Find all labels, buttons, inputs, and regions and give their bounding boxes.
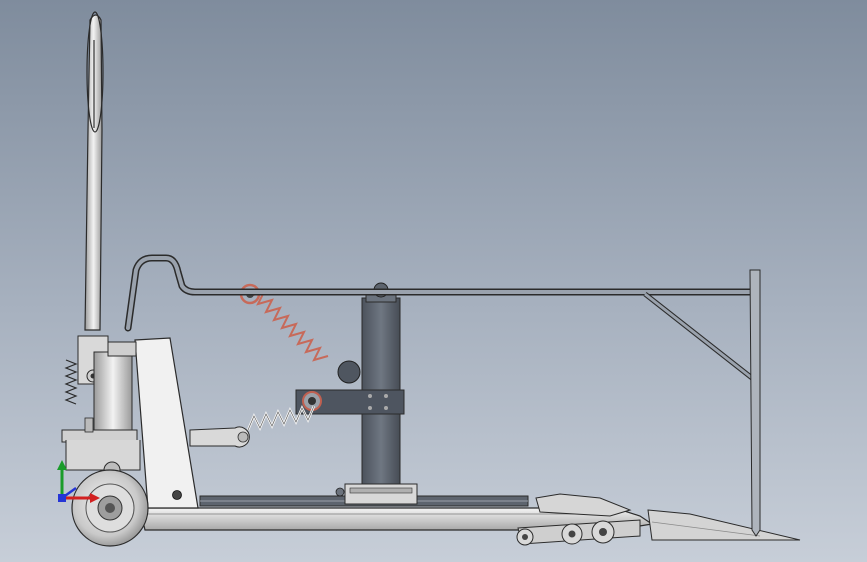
rear-roller-icon <box>516 493 641 546</box>
handle-icon[interactable] <box>84 11 104 331</box>
horizontal-beam-icon <box>124 254 756 380</box>
front-wheel-icon <box>71 469 149 547</box>
hydraulic-pump-icon <box>61 335 141 479</box>
fork-plate-icon <box>134 337 199 509</box>
compression-spring-icon <box>246 405 316 431</box>
linear-rail-icon <box>199 483 529 507</box>
tension-spring-icon <box>239 283 329 362</box>
pump-spring-icon <box>64 359 78 405</box>
vertical-post-icon <box>337 282 401 485</box>
end-plate-icon <box>749 269 761 537</box>
coordinate-triad-icon <box>57 460 100 503</box>
ramp-plate-icon <box>647 509 801 541</box>
